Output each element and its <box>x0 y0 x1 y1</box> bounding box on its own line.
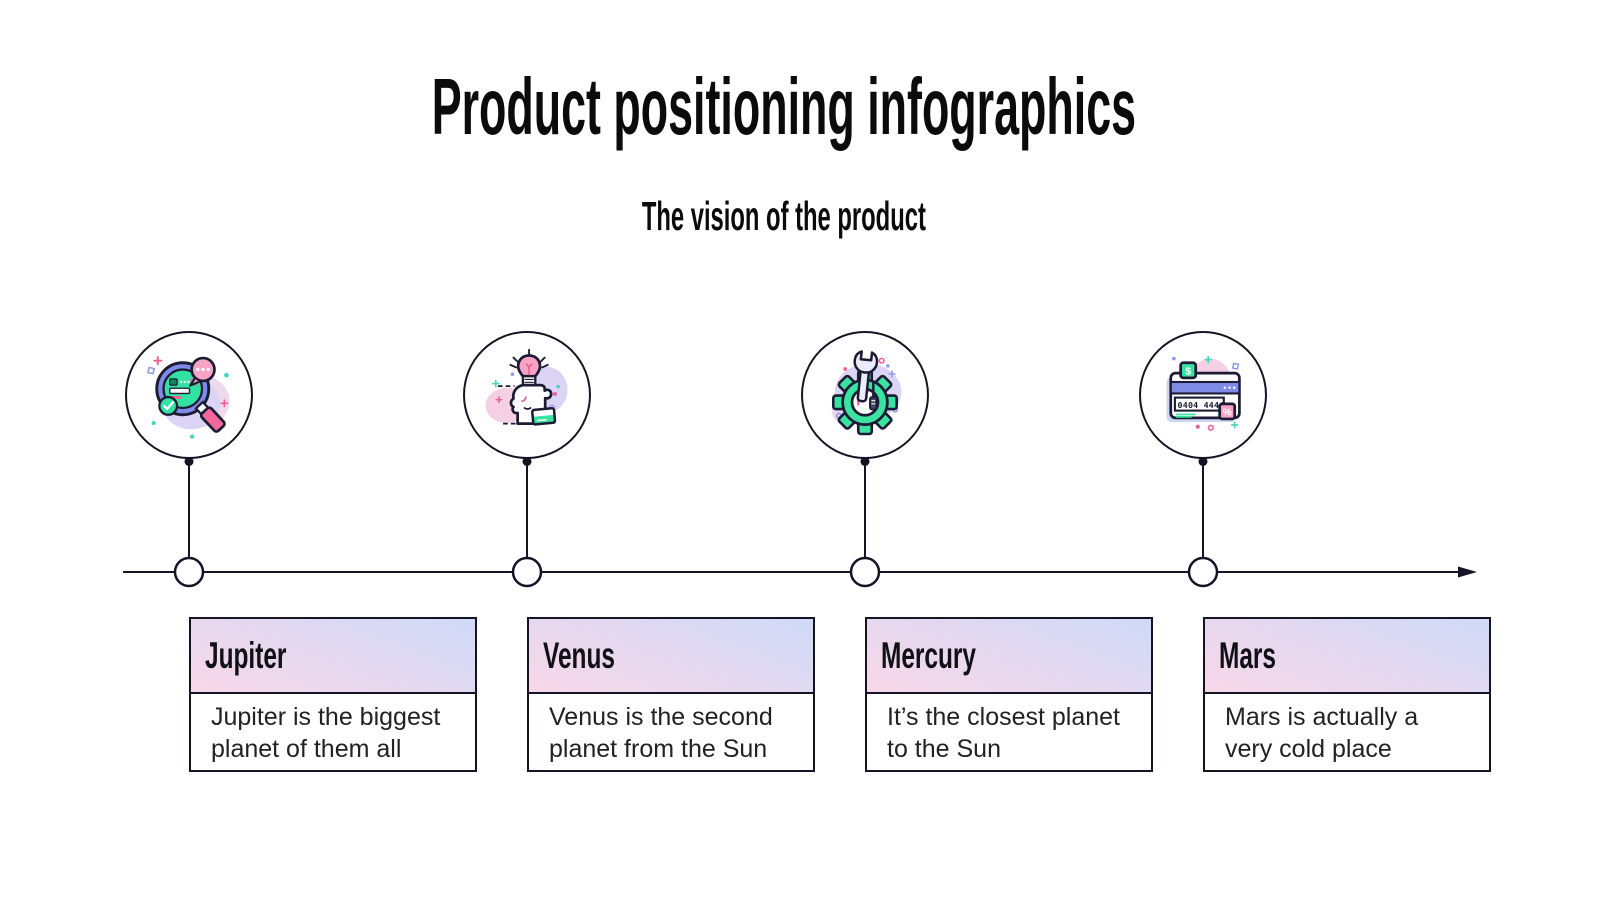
page-title: Product positioning infographics <box>431 62 1137 151</box>
milestone-icon-circle <box>463 331 591 459</box>
card-description: Jupiter is the biggest planet of them al… <box>211 703 441 763</box>
connector-dot <box>1198 457 1208 466</box>
card-header: Mars <box>1205 619 1489 694</box>
timeline-node <box>1187 556 1219 588</box>
connector-dot <box>522 457 532 466</box>
timeline-card-mars: Mars Mars is actually a very cold place <box>1203 617 1491 772</box>
timeline-arrowhead-icon <box>1458 566 1477 578</box>
timeline-card-jupiter: Jupiter Jupiter is the biggest planet of… <box>189 617 477 772</box>
page-subtitle: The vision of the product <box>641 193 927 239</box>
timeline-node <box>173 556 205 588</box>
connector-dot <box>860 457 870 466</box>
gear-wrench-icon <box>831 350 902 436</box>
timeline-card-venus: Venus Venus is the second planet from th… <box>527 617 815 772</box>
card-title: Mercury <box>881 635 977 676</box>
timeline-node <box>511 556 543 588</box>
svg-text:$: $ <box>1185 366 1191 377</box>
milestone-icon-circle <box>125 331 253 459</box>
card-header: Venus <box>529 619 813 694</box>
idea-puzzle-head-icon <box>485 348 568 426</box>
connector-dot <box>184 457 194 466</box>
card-title: Jupiter <box>205 635 287 676</box>
card-description: Venus is the second planet from the Sun <box>549 703 773 763</box>
card-title: Venus <box>543 635 615 676</box>
svg-text:%: % <box>1223 407 1232 418</box>
card-header: Jupiter <box>191 619 475 694</box>
milestone-icon-circle: 0404 4444 $ % <box>1139 331 1267 459</box>
magnifier-analysis-icon <box>146 356 230 439</box>
timeline-node <box>849 556 881 588</box>
milestone-icon-circle <box>801 331 929 459</box>
timeline-card-mercury: Mercury It’s the closest planet to the S… <box>865 617 1153 772</box>
svg-text:0404 4444: 0404 4444 <box>1178 400 1225 410</box>
card-description: Mars is actually a very cold place <box>1225 703 1419 763</box>
card-header: Mercury <box>867 619 1151 694</box>
card-description: It’s the closest planet to the Sun <box>887 703 1121 763</box>
card-title: Mars <box>1219 635 1277 676</box>
credit-card-icon: 0404 4444 $ % <box>1166 355 1241 431</box>
